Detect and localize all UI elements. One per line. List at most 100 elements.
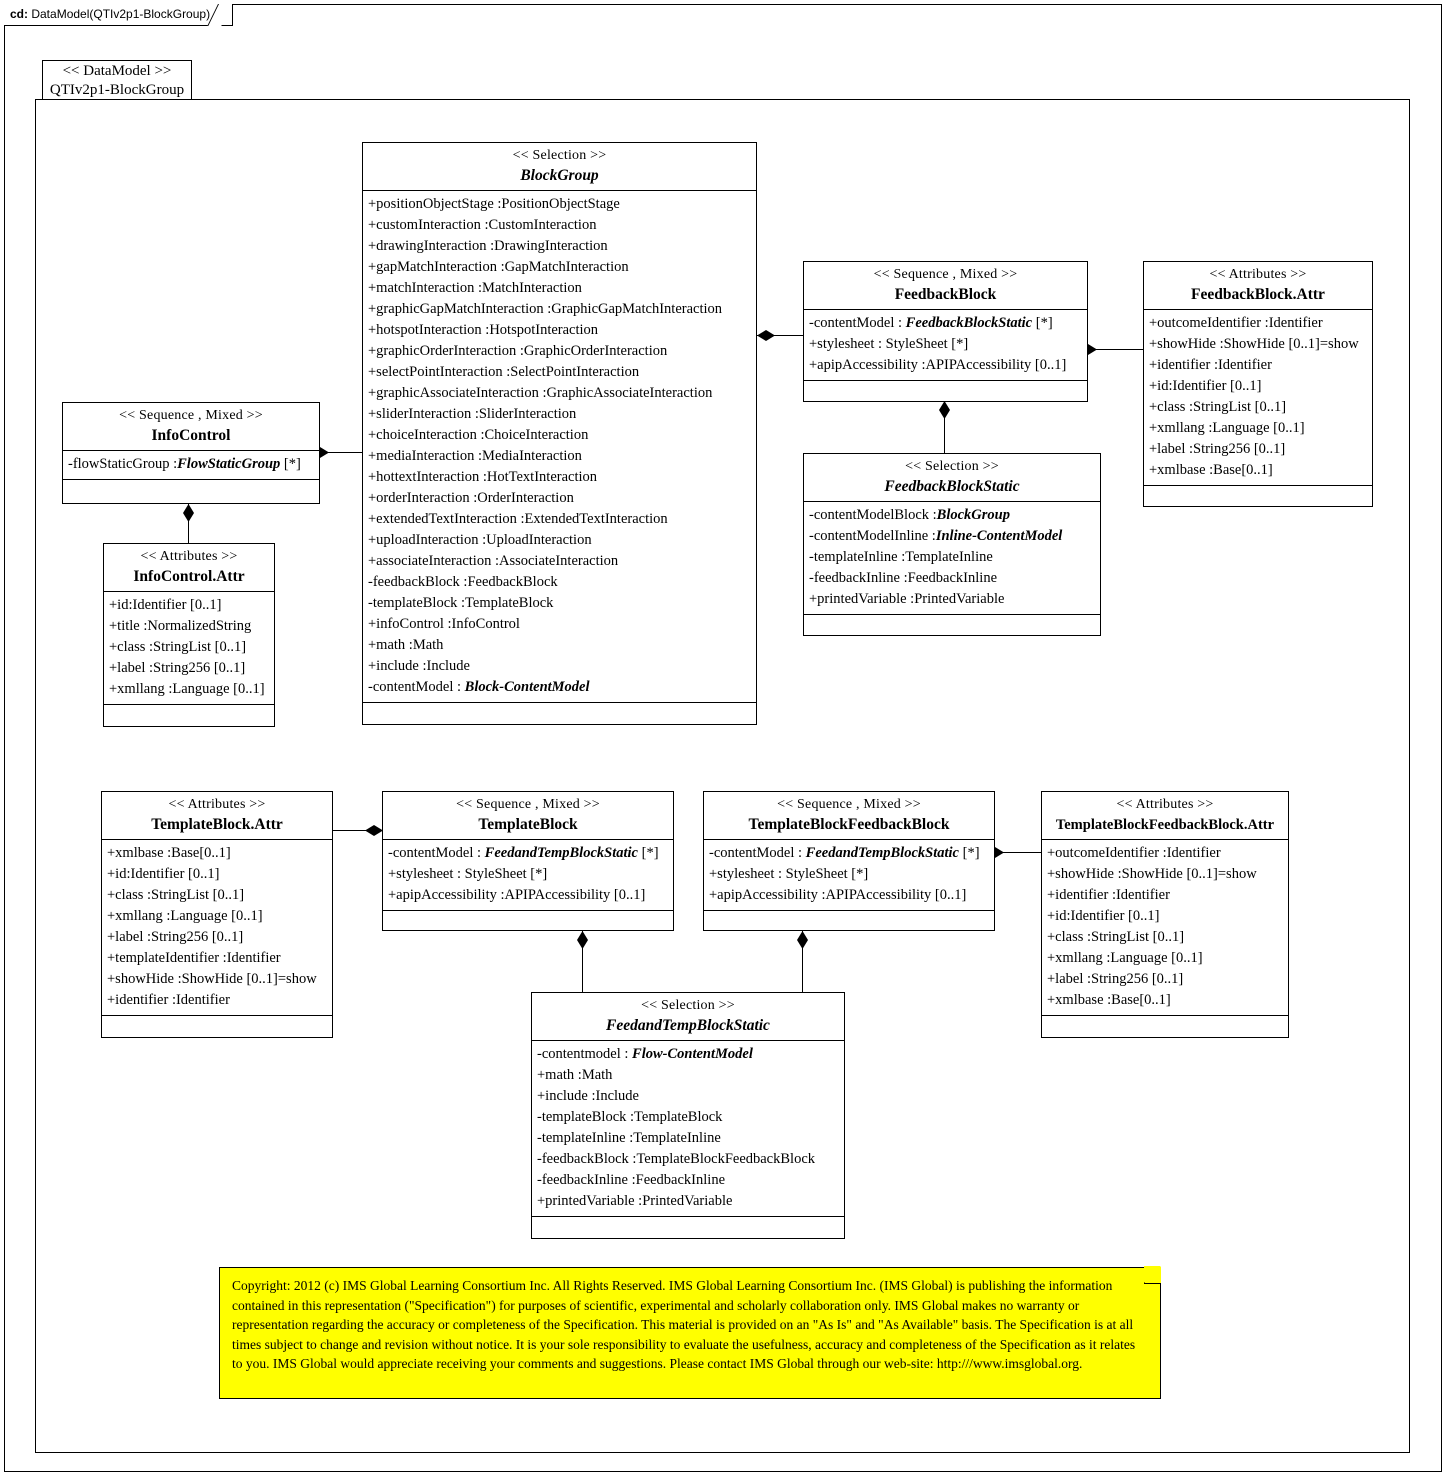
class-attribute-row: +include :Include xyxy=(368,658,470,674)
class-attribute-row: +graphicOrderInteraction :GraphicOrderIn… xyxy=(368,343,668,359)
class-attribute-row: +id:Identifier [0..1] xyxy=(107,866,220,882)
class-templateblock[interactable]: << Sequence , Mixed >> TemplateBlock -co… xyxy=(382,791,674,931)
class-infocontrol-stereotype: << Sequence , Mixed >> xyxy=(119,408,263,423)
class-attribute-row: -contentModel : FeedbackBlockStatic [*] xyxy=(809,315,1053,331)
class-attribute-row: +hotspotInteraction :HotspotInteraction xyxy=(368,322,599,338)
class-attribute-row: -feedbackInline :FeedbackInline xyxy=(809,570,998,586)
class-feedbackblockstatic-header: << Selection >> FeedbackBlockStatic xyxy=(804,454,1100,502)
class-blockgroup[interactable]: << Selection >> BlockGroup +positionObje… xyxy=(362,142,757,725)
class-blockgroup-header: << Selection >> BlockGroup xyxy=(363,143,756,191)
class-attribute-row: -contentModel : FeedandTempBlockStatic [… xyxy=(388,845,659,861)
class-attribute-row: +hottextInteraction :HotTextInteraction xyxy=(368,469,598,485)
package-stereotype: << DataModel >> xyxy=(62,63,172,79)
class-infocontrol-attr-name: InfoControl.Attr xyxy=(133,568,245,585)
class-feedandtempblockstatic-attributes: -contentmodel : Flow-ContentModel+math :… xyxy=(532,1041,844,1217)
class-infocontrol-operations xyxy=(63,480,319,504)
class-attribute-row: +xmllang :Language [0..1] xyxy=(1149,420,1305,436)
class-feedbackblock-stereotype: << Sequence , Mixed >> xyxy=(873,267,1018,282)
class-tbfb-attr-stereotype: << Attributes >> xyxy=(1116,797,1214,812)
class-infocontrol-attr-header: << Attributes >> InfoControl.Attr xyxy=(104,544,274,592)
class-feedbackblock[interactable]: << Sequence , Mixed >> FeedbackBlock -co… xyxy=(803,261,1088,402)
class-attribute-row: +uploadInteraction :UploadInteraction xyxy=(368,532,592,548)
class-feedbackblockstatic[interactable]: << Selection >> FeedbackBlockStatic -con… xyxy=(803,453,1101,636)
class-feedandtempblockstatic-name: FeedandTempBlockStatic xyxy=(606,1017,770,1034)
connector-feedbackblock-attr xyxy=(1088,349,1143,350)
class-attribute-row: +xmllang :Language [0..1] xyxy=(1047,950,1203,966)
class-feedbackblock-name: FeedbackBlock xyxy=(894,286,997,303)
class-attribute-row: +class :StringList [0..1] xyxy=(107,887,245,903)
package-header: << DataModel >> QTIv2p1-BlockGroup xyxy=(42,60,192,100)
class-templateblock-attr[interactable]: << Attributes >> TemplateBlock.Attr +xml… xyxy=(101,791,333,1038)
class-attribute-row: -flowStaticGroup :FlowStaticGroup [*] xyxy=(68,456,301,472)
class-attribute-row: +showHide :ShowHide [0..1]=show xyxy=(107,971,317,987)
class-attribute-row: +showHide :ShowHide [0..1]=show xyxy=(1149,336,1359,352)
class-feedbackblock-attr-operations xyxy=(1144,486,1372,510)
class-templateblock-attr-operations xyxy=(102,1016,332,1040)
class-attribute-row: -feedbackInline :FeedbackInline xyxy=(537,1172,726,1188)
class-templateblock-attributes: -contentModel : FeedandTempBlockStatic [… xyxy=(383,840,673,911)
class-attribute-row: +class :StringList [0..1] xyxy=(1149,399,1287,415)
class-infocontrol[interactable]: << Sequence , Mixed >> InfoControl -flow… xyxy=(62,402,320,504)
class-attribute-row: +identifier :Identifier xyxy=(1149,357,1272,373)
class-attribute-row: +associateInteraction :AssociateInteract… xyxy=(368,553,619,569)
connector-templateblock-feedandtemp xyxy=(582,931,583,995)
class-infocontrol-attr-attributes: +id:Identifier [0..1]+title :NormalizedS… xyxy=(104,592,274,705)
class-attribute-row: +mediaInteraction :MediaInteraction xyxy=(368,448,582,464)
class-templateblock-stereotype: << Sequence , Mixed >> xyxy=(456,797,600,812)
class-attribute-row: +math :Math xyxy=(537,1067,613,1083)
class-attribute-row: +positionObjectStage :PositionObjectStag… xyxy=(368,196,620,212)
class-infocontrol-attr-stereotype: << Attributes >> xyxy=(140,549,238,564)
class-attribute-row: +xmlbase :Base[0..1] xyxy=(107,845,231,861)
class-infocontrol-name: InfoControl xyxy=(151,427,231,444)
class-attribute-row: +selectPointInteraction :SelectPointInte… xyxy=(368,364,640,380)
class-feedbackblockstatic-operations xyxy=(804,615,1100,639)
class-attribute-row: +outcomeIdentifier :Identifier xyxy=(1149,315,1323,331)
class-attribute-row: +customInteraction :CustomInteraction xyxy=(368,217,597,233)
class-templateblockfeedbackblock-attr[interactable]: << Attributes >> TemplateBlockFeedbackBl… xyxy=(1041,791,1289,1038)
class-infocontrol-attr[interactable]: << Attributes >> InfoControl.Attr +id:Id… xyxy=(103,543,275,727)
class-templateblockfeedbackblock[interactable]: << Sequence , Mixed >> TemplateBlockFeed… xyxy=(703,791,995,931)
class-attribute-row: +stylesheet : StyleSheet [*] xyxy=(388,866,548,882)
class-feedbackblock-operations xyxy=(804,381,1087,405)
class-feedbackblock-attr-attributes: +outcomeIdentifier :Identifier +showHide … xyxy=(1144,310,1372,486)
class-templateblock-header: << Sequence , Mixed >> TemplateBlock xyxy=(383,792,673,840)
class-attribute-row: +xmlbase :Base[0..1] xyxy=(1149,462,1273,478)
class-feedbackblockstatic-attributes: -contentModelBlock :BlockGroup -contentMo… xyxy=(804,502,1100,615)
class-infocontrol-header: << Sequence , Mixed >> InfoControl xyxy=(63,403,319,451)
package-name: QTIv2p1-BlockGroup xyxy=(49,82,185,98)
class-tbfb-attr-name: TemplateBlockFeedbackBlock.Attr xyxy=(1055,817,1275,833)
class-attribute-row: -feedbackBlock :TemplateBlockFeedbackBlo… xyxy=(537,1151,816,1167)
class-attribute-row: +outcomeIdentifier :Identifier xyxy=(1047,845,1221,861)
class-feedandtempblockstatic[interactable]: << Selection >> FeedandTempBlockStatic -… xyxy=(531,992,845,1239)
diamond-templateblock-feedandtemp xyxy=(577,931,588,949)
diamond-infocontrol-blockgroup xyxy=(311,447,329,458)
class-templateblockfeedbackblock-attributes: -contentModel : FeedandTempBlockStatic [… xyxy=(704,840,994,911)
class-attribute-row: +printedVariable :PrintedVariable xyxy=(809,591,1005,607)
class-templateblock-operations xyxy=(383,911,673,935)
connector-templateblockattr-templateblock xyxy=(333,830,383,831)
class-feedbackblock-attr-name: FeedbackBlock.Attr xyxy=(1191,286,1325,303)
class-attribute-row: +graphicAssociateInteraction :GraphicAss… xyxy=(368,385,713,401)
class-attribute-row: +templateIdentifier :Identifier xyxy=(107,950,281,966)
class-templateblockfeedbackblock-stereotype: << Sequence , Mixed >> xyxy=(777,797,921,812)
class-attribute-row: +infoControl :InfoControl xyxy=(368,616,520,632)
class-attribute-row: -contentModelBlock :BlockGroup xyxy=(809,507,1010,523)
class-feedbackblock-attr[interactable]: << Attributes >> FeedbackBlock.Attr +out… xyxy=(1143,261,1373,507)
class-feedandtempblockstatic-operations xyxy=(532,1217,844,1241)
class-attribute-row: +label :String256 [0..1] xyxy=(1149,441,1286,457)
class-attribute-row: +orderInteraction :OrderInteraction xyxy=(368,490,574,506)
class-attribute-row: +apipAccessibility :APIPAccessibility [0… xyxy=(709,887,967,903)
class-feedbackblockstatic-name: FeedbackBlockStatic xyxy=(884,478,1020,495)
class-attribute-row: +include :Include xyxy=(537,1088,639,1104)
class-attribute-row: -contentModel : FeedandTempBlockStatic [… xyxy=(709,845,980,861)
class-attribute-row: +stylesheet : StyleSheet [*] xyxy=(709,866,869,882)
class-tbfb-attr-header: << Attributes >> TemplateBlockFeedbackBl… xyxy=(1042,792,1288,840)
class-tbfb-attr-operations xyxy=(1042,1016,1288,1040)
class-templateblock-attr-attributes: +xmlbase :Base[0..1] +id:Identifier [0..1… xyxy=(102,840,332,1016)
diamond-tbfb-feedandtemp xyxy=(797,931,808,949)
class-attribute-row: +title :NormalizedString xyxy=(109,618,252,634)
class-attribute-row: -templateInline :TemplateInline xyxy=(537,1130,721,1146)
class-attribute-row: -contentModelInline :Inline-ContentModel xyxy=(809,528,1063,544)
class-attribute-row: +apipAccessibility :APIPAccessibility [0… xyxy=(388,887,646,903)
class-blockgroup-stereotype: << Selection >> xyxy=(512,148,607,163)
